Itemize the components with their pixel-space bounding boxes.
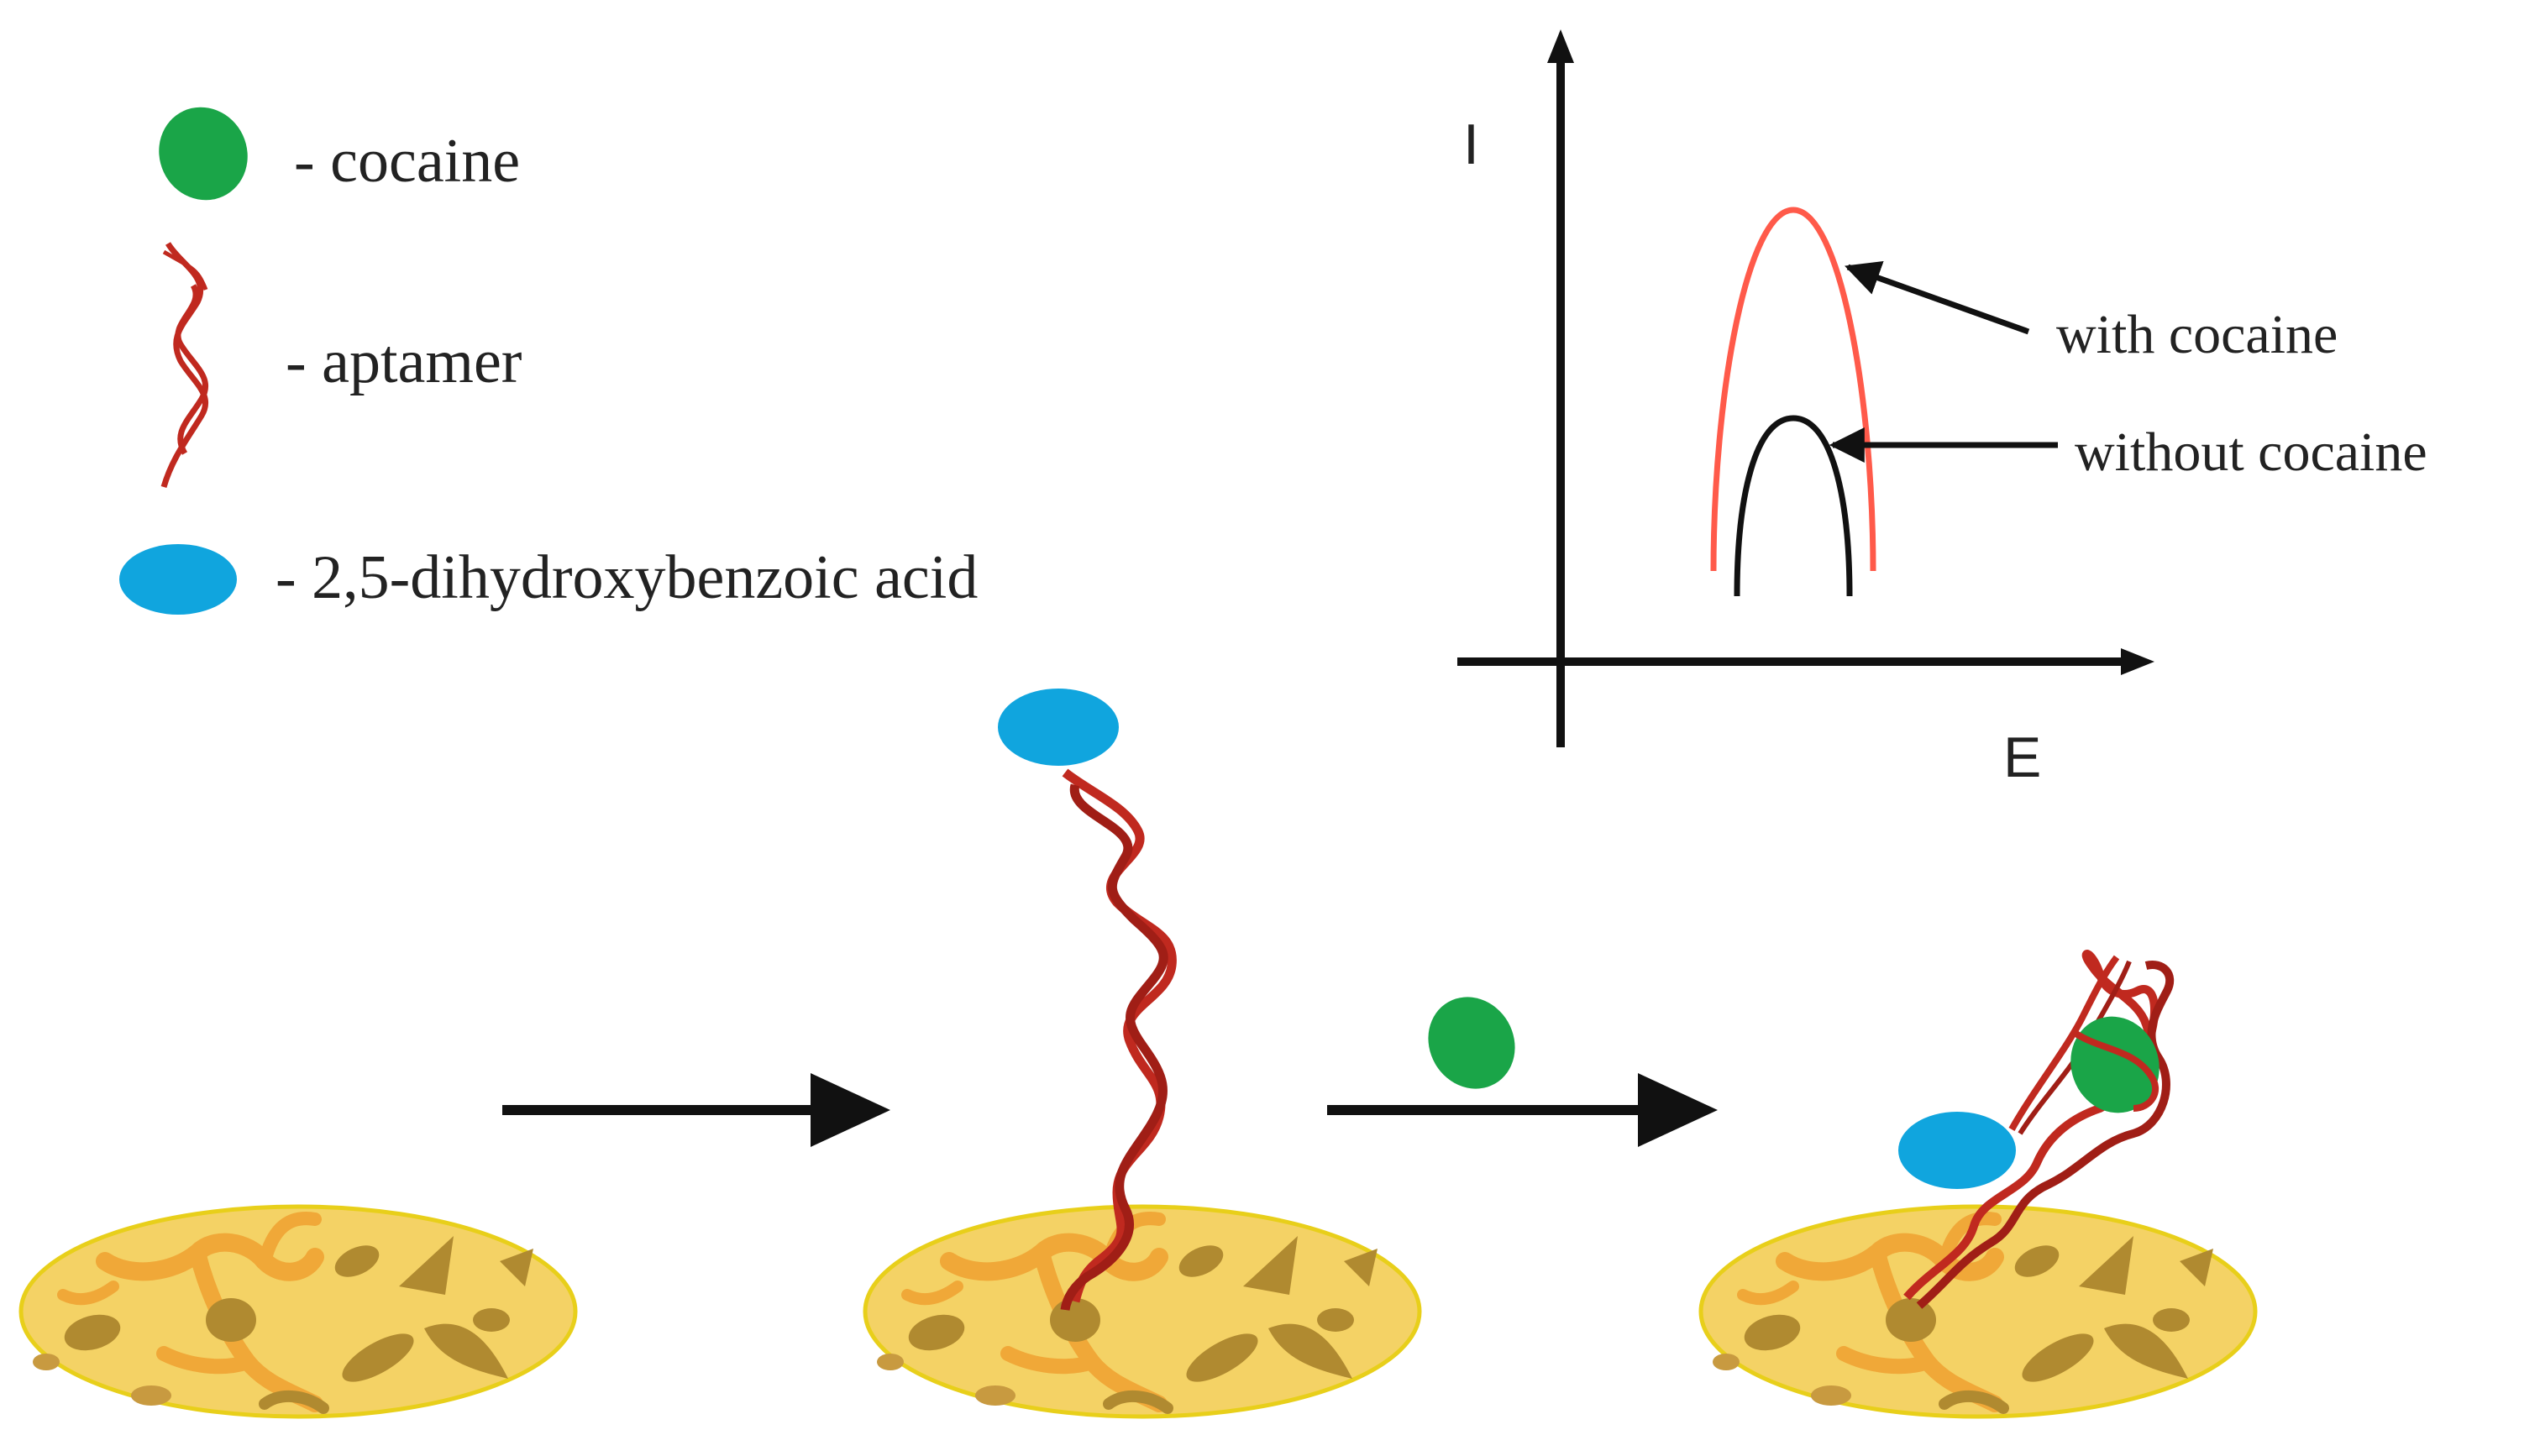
electrode-icon xyxy=(865,1207,1420,1417)
legend-dhba-label: - 2,5-dihydroxybenzoic acid xyxy=(276,543,978,612)
legend: - cocaine - aptamer - 2,5-dihydroxybenzo… xyxy=(119,107,978,615)
voltammogram-graph: I E with cocaine without cocaine xyxy=(1457,29,2427,789)
dhba-icon xyxy=(998,689,1119,766)
electrode-icon xyxy=(21,1207,575,1417)
electrode-icon xyxy=(1701,1207,2255,1417)
legend-cocaine-label: - cocaine xyxy=(294,127,520,196)
aptamer-icon xyxy=(160,242,209,488)
with-cocaine-pointer xyxy=(1845,260,2030,335)
curve-without-cocaine xyxy=(1734,415,1853,597)
x-axis-arrowhead xyxy=(2121,648,2154,675)
arrow-icon xyxy=(811,1073,890,1147)
y-axis-arrowhead xyxy=(1547,29,1574,63)
y-axis-label: I xyxy=(1463,113,1479,176)
dhba-icon xyxy=(1898,1112,2016,1189)
step-arrow-1 xyxy=(502,1073,890,1147)
x-axis-label: E xyxy=(2003,725,2041,789)
cocaine-bound-electrode xyxy=(1701,950,2255,1417)
legend-aptamer-label: - aptamer xyxy=(286,327,522,396)
aptamer-modified-electrode xyxy=(865,689,1420,1417)
curve-with-cocaine xyxy=(1710,207,1876,572)
arrow-icon xyxy=(1638,1073,1718,1147)
without-cocaine-label: without cocaine xyxy=(2075,422,2427,483)
bare-electrode xyxy=(21,1207,575,1417)
dhba-icon xyxy=(119,544,237,615)
with-cocaine-label: with cocaine xyxy=(2056,304,2338,365)
step-arrow-2 xyxy=(1327,997,1718,1147)
cocaine-icon xyxy=(1428,997,1515,1089)
cocaine-icon xyxy=(159,107,248,201)
aptamer-icon xyxy=(1060,768,1177,1312)
